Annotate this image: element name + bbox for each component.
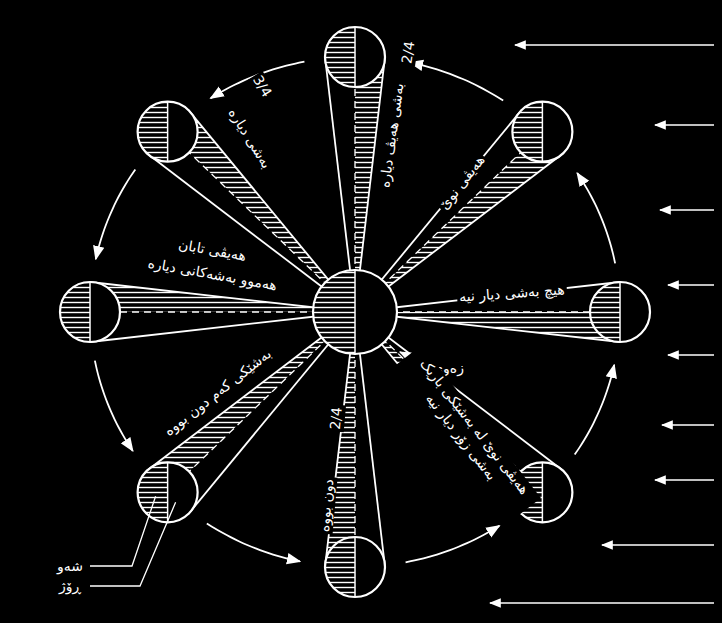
sun-ray xyxy=(660,209,714,211)
earth-symbol xyxy=(313,270,397,354)
leaders xyxy=(90,352,420,586)
moon-symbol xyxy=(138,102,198,162)
phase-label: هەیڤی نوێ لە بەشێکی باریک بەشی زۆر دیار … xyxy=(395,345,541,519)
sun-ray xyxy=(490,602,714,604)
sun-ray xyxy=(668,354,714,356)
phase-label: بەشێکی کەم دون بووە xyxy=(159,344,276,441)
phase-label: ڕۆژ xyxy=(57,578,83,595)
sun-rays xyxy=(490,45,714,603)
orbit-arrow xyxy=(575,365,615,455)
sun-ray xyxy=(602,544,714,546)
sun-ray xyxy=(655,479,714,481)
orbit-arrow xyxy=(95,361,133,451)
phase-label: دون بووە xyxy=(315,476,337,534)
moon-symbol xyxy=(512,102,572,162)
sun-ray xyxy=(668,284,714,286)
phase-label: 3/4 xyxy=(248,70,276,101)
leader-line xyxy=(90,502,176,586)
view-cones xyxy=(90,57,620,567)
sun-ray xyxy=(655,124,714,126)
phase-label: هیچ بەشی دیار نیە xyxy=(457,281,567,305)
phase-label: شەو xyxy=(55,558,85,575)
orbit-arrow xyxy=(406,526,500,562)
sun-ray xyxy=(515,44,714,46)
sun-ray xyxy=(662,424,714,426)
moon-symbol xyxy=(325,537,385,597)
moon-symbol xyxy=(590,282,650,342)
moon-symbol xyxy=(325,27,385,87)
moon-symbol xyxy=(138,462,198,522)
phase-label: 2/4 xyxy=(398,38,418,67)
moon-symbol xyxy=(60,282,120,342)
phase-label: هەیڤی تابان xyxy=(175,235,249,264)
orbit-arrows xyxy=(95,62,615,563)
phase-label: بەشی دیارە xyxy=(224,103,276,173)
orbit-arrow xyxy=(410,63,503,101)
phase-label: 2/4 xyxy=(326,404,345,432)
phase-label: هەیڤی نوێ xyxy=(434,150,489,214)
orbit-arrow xyxy=(577,173,615,263)
phase-label: بەشی هەیڤ دیارە xyxy=(376,80,408,191)
leader-line xyxy=(90,496,156,566)
orbit-arrow xyxy=(96,169,136,259)
phase-label: هەموو بەشەکانی دیارە xyxy=(144,254,280,294)
orbit-arrow xyxy=(207,523,300,561)
